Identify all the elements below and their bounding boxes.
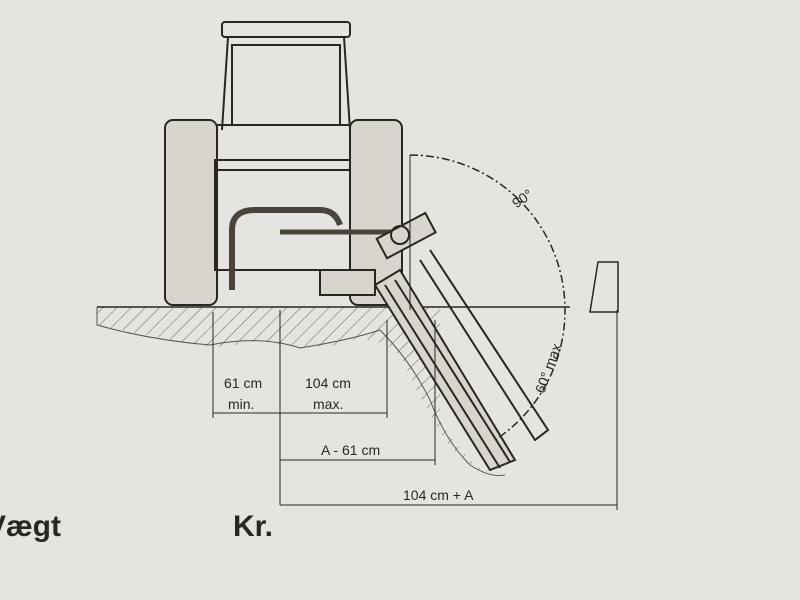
ground-hatch (97, 307, 565, 478)
weight-label: Vægt (0, 510, 61, 543)
dimension-lines (212, 310, 618, 510)
price-label: Kr. (233, 510, 274, 543)
tractor (164, 21, 403, 306)
dim-a-minus-label: A - 61 cm (321, 442, 380, 458)
mower-arm (373, 211, 550, 472)
dim-min-value: 61 cm (224, 375, 262, 391)
angle-60-label: 60° max (532, 341, 565, 395)
dim-max-label: max. (313, 396, 343, 412)
dim-min-label: min. (228, 396, 254, 412)
angle-90-label: 90° (509, 186, 536, 211)
dim-max-value: 104 cm (305, 375, 351, 391)
dim-total-label: 104 cm + A (403, 487, 474, 503)
